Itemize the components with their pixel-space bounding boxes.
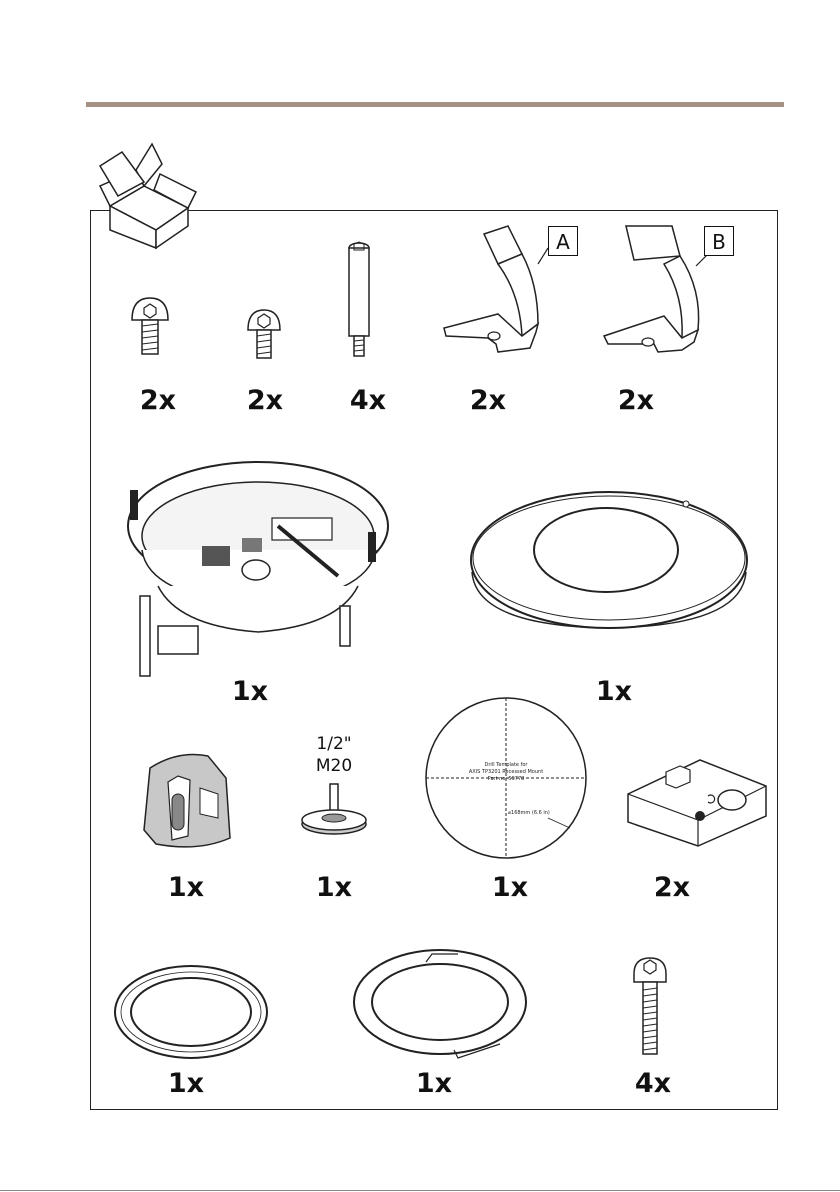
template-part-text: Part no. 59778 [488,776,525,782]
connector-size-label: 1/2" [294,734,374,755]
bracket-a-quantity: 2x [438,385,538,416]
screw-long-icon [630,954,670,1058]
connector-quantity: 1x [284,872,384,903]
drill-template-quantity: 1x [460,872,560,903]
flat-gasket-quantity: 1x [136,1068,236,1099]
cover-ring-icon [466,488,752,634]
template-title-text: Drill Template for [485,762,529,768]
back-box-quantity: 1x [200,676,300,707]
notched-gasket-icon [350,946,530,1060]
standoff-icon [344,240,374,362]
connector-plug-icon [298,780,370,842]
bracket-a-tag: A [548,226,578,256]
clip-quantity: 2x [622,872,722,903]
notched-gasket-quantity: 1x [384,1068,484,1099]
screw-mini-icon [244,306,284,362]
template-model-text: AXIS TP3201 Recessed Mount [469,769,543,775]
flat-gasket-icon [112,962,270,1062]
screw-b-quantity: 2x [215,385,315,416]
recessed-back-box-icon [118,446,398,686]
screw-short-icon [128,294,172,360]
long-screw-quantity: 4x [603,1068,703,1099]
bracket-b-quantity: 2x [586,385,686,416]
screw-a-quantity: 2x [108,385,208,416]
page-bottom-edge [0,1190,840,1191]
drill-template-icon: Drill Template for AXIS TP3201 Recessed … [424,696,588,860]
bracket-b-tag: B [704,226,734,256]
connector-thread-label: M20 [294,756,374,777]
cable-gland-icon [138,748,238,854]
template-diameter-text: ⌀168mm (6.6 in) [508,810,550,816]
cable-gland-quantity: 1x [136,872,236,903]
standoff-quantity: 4x [318,385,418,416]
clip-icon [620,756,770,848]
package-box-icon [96,130,200,250]
header-rule [86,102,784,107]
